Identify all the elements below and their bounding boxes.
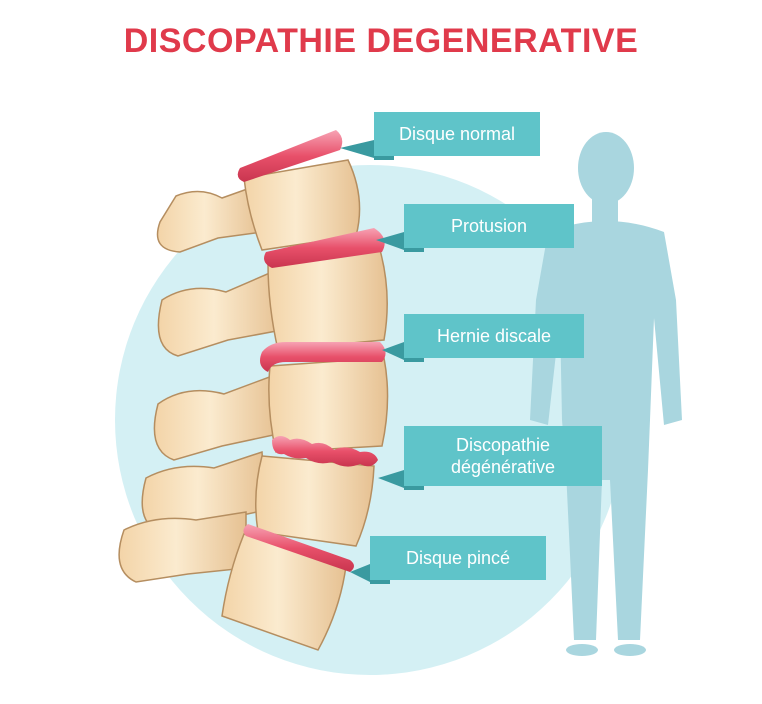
- label-text: Hernie discale: [437, 326, 551, 346]
- disc-protusion: [264, 228, 385, 268]
- vertebra-1: [156, 159, 361, 253]
- label-hernie-discale: Hernie discale: [382, 314, 584, 362]
- label-text: dégénérative: [451, 457, 555, 477]
- label-connector: [378, 470, 404, 488]
- label-box: [404, 314, 584, 358]
- label-text: Disque pincé: [406, 548, 510, 568]
- label-box: [374, 112, 540, 156]
- label-protusion: Protusion: [376, 204, 574, 252]
- label-box: [404, 204, 574, 248]
- vertebra-2: [157, 249, 388, 357]
- label-connector: [350, 564, 370, 582]
- disc-normal: [237, 130, 343, 182]
- label-connector: [382, 342, 404, 360]
- disc-degenerative: [272, 436, 378, 467]
- disc-pince: [243, 524, 354, 572]
- vertebra-5: [118, 511, 347, 651]
- label-box: [404, 426, 602, 486]
- page-title: DISCOPATHIE DEGENERATIVE: [123, 22, 639, 60]
- label-text: Discopathie: [456, 435, 550, 455]
- label-text: Protusion: [451, 216, 527, 236]
- label-disque-normal: Disque normal: [340, 112, 540, 160]
- vertebra-3: [153, 357, 389, 461]
- label-disque-pince: Disque pincé: [350, 536, 546, 584]
- disc-hernie: [260, 342, 386, 372]
- label-text: Disque normal: [399, 124, 515, 144]
- vertebra-4: [141, 450, 375, 547]
- label-connector: [376, 232, 404, 250]
- label-box: [370, 536, 546, 580]
- label-connector: [340, 140, 374, 158]
